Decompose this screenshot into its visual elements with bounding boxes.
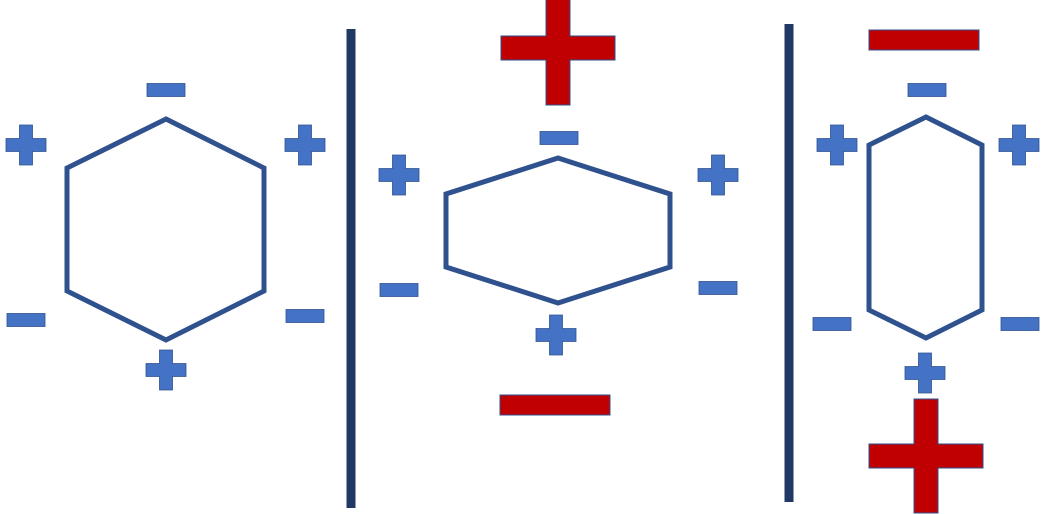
- field-above-plus-icon: [500, 0, 616, 106]
- field-below-minus-icon: [499, 394, 611, 416]
- hexagon-horizontal: [443, 155, 673, 306]
- charge-bottom-plus-icon: [904, 352, 946, 394]
- charge-upper-right-plus-icon: [998, 124, 1040, 166]
- charge-lower-right-minus-icon: [698, 281, 738, 295]
- charge-lower-right-minus-icon: [1000, 317, 1040, 331]
- charge-top-minus-icon: [146, 83, 186, 97]
- charge-upper-left-plus-icon: [378, 154, 420, 196]
- charge-bottom-plus-icon: [535, 314, 577, 356]
- charge-lower-left-minus-icon: [812, 317, 852, 331]
- charge-top-minus-icon: [907, 83, 947, 97]
- charge-top-minus-icon: [539, 131, 579, 145]
- panel-horizontally-stretched: [378, 0, 739, 416]
- hexagon-regular: [64, 116, 267, 343]
- charge-lower-left-minus-icon: [379, 283, 419, 297]
- charge-upper-right-plus-icon: [284, 124, 326, 166]
- hexagon-vertical: [866, 114, 985, 341]
- charge-lower-right-minus-icon: [285, 309, 325, 323]
- panel-vertically-stretched: [812, 29, 1040, 514]
- charge-upper-right-plus-icon: [697, 154, 739, 196]
- charge-lower-left-minus-icon: [6, 313, 46, 327]
- field-above-minus-icon: [868, 29, 980, 51]
- charge-upper-left-plus-icon: [5, 124, 47, 166]
- field-below-plus-icon: [868, 398, 984, 514]
- charge-upper-left-plus-icon: [816, 124, 858, 166]
- panel-regular-hexagon: [5, 83, 326, 391]
- charge-bottom-plus-icon: [145, 349, 187, 391]
